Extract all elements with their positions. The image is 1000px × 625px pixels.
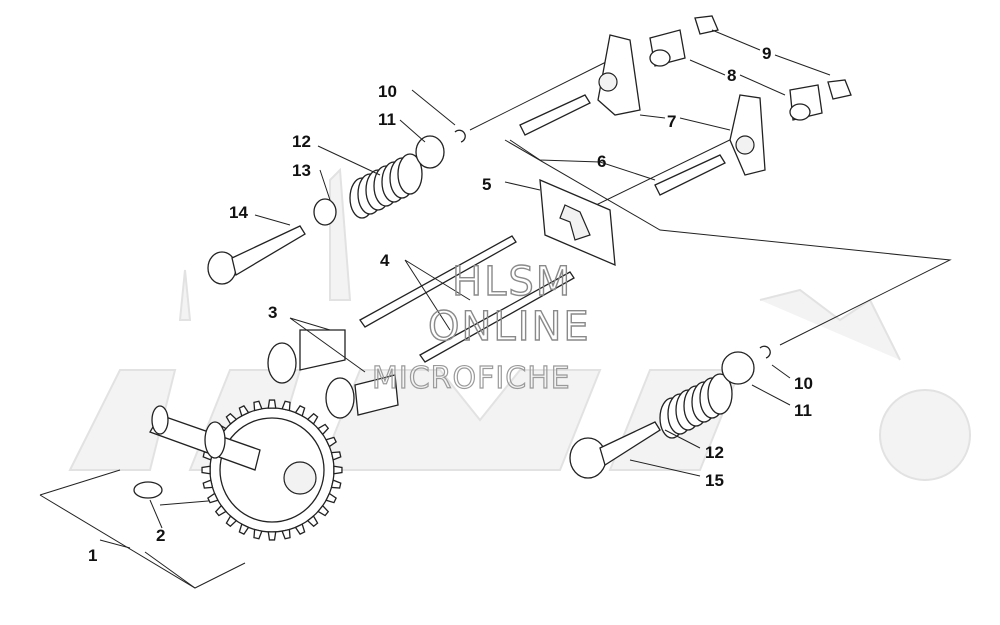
assembly-bracket — [99, 539, 196, 589]
intake-valve — [207, 214, 306, 285]
callout-2: 2 — [156, 526, 165, 545]
valve-lifters — [267, 317, 399, 419]
callout-10-lower: 10 — [794, 374, 813, 393]
callout-3: 3 — [268, 303, 277, 322]
rocker-studs — [509, 94, 726, 196]
valve-spring-lower — [569, 345, 791, 479]
callout-9: 9 — [762, 44, 771, 63]
pushrods — [359, 235, 575, 363]
callout-11-lower: 11 — [794, 401, 812, 420]
watermark-line-2: ONLINE — [428, 304, 591, 350]
callout-1: 1 — [88, 546, 97, 565]
watermark: HLSM ONLINE MICROFICHE — [371, 258, 591, 396]
callout-10-upper: 10 — [378, 82, 397, 101]
callout-7: 7 — [667, 112, 676, 131]
watermark-line-1: HLSM — [452, 259, 572, 305]
callout-5: 5 — [482, 175, 491, 194]
callout-6: 6 — [597, 152, 606, 171]
rocker-arms — [597, 34, 766, 176]
watermark-line-3: MICROFICHE — [372, 361, 571, 396]
callout-labels: 1 2 3 4 5 6 7 8 9 10 11 12 13 14 10 11 1… — [88, 44, 813, 565]
camshaft-gear — [149, 399, 343, 541]
callout-12-upper: 12 — [292, 132, 311, 151]
callout-11-upper: 11 — [378, 110, 396, 129]
callout-12-lower: 12 — [705, 443, 724, 462]
callout-8: 8 — [727, 66, 736, 85]
dowel-pin — [133, 481, 163, 529]
callout-14: 14 — [229, 203, 248, 222]
callout-15: 15 — [705, 471, 724, 490]
adjusters-and-nuts — [649, 15, 852, 121]
rocker-plate — [504, 178, 616, 267]
callout-13: 13 — [292, 161, 311, 180]
callout-4: 4 — [380, 251, 390, 270]
valve-spring-upper — [313, 89, 466, 226]
